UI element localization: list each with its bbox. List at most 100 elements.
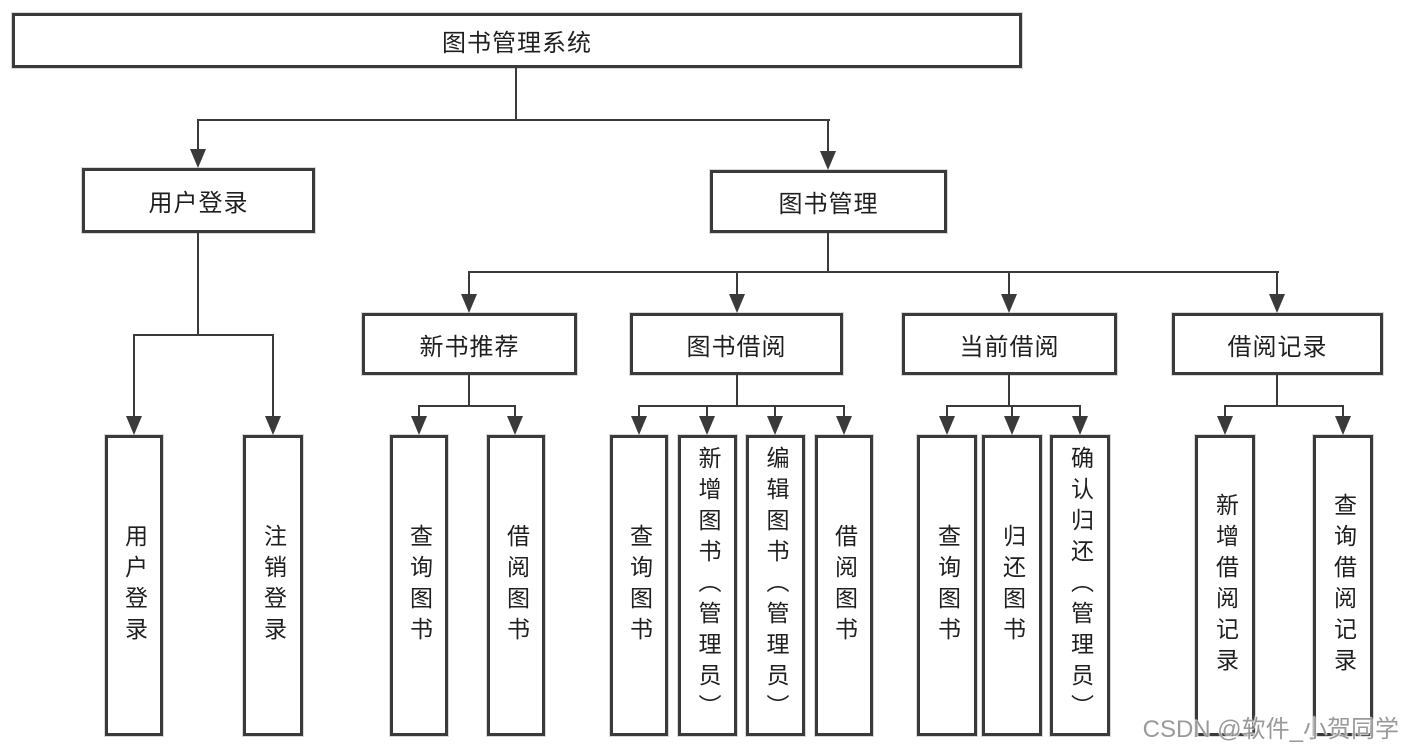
connector-book-mgmt-stub bbox=[827, 233, 829, 272]
arrow-to-leaf-borrow-books-2 bbox=[836, 405, 852, 435]
leaf-confirm-return-admin-label: 确认归还（管理员） bbox=[1067, 446, 1094, 725]
leaf-borrow-books-2: 借阅图书 bbox=[815, 435, 873, 736]
arrow-down-icon bbox=[507, 416, 523, 435]
leaf-logout: 注销登录 bbox=[243, 435, 303, 736]
arrow-down-icon bbox=[939, 416, 955, 435]
leaf-borrow-books-2-label: 借阅图书 bbox=[831, 523, 858, 648]
leaf-query-books-1: 查询图书 bbox=[390, 435, 448, 736]
arrow-down-icon bbox=[190, 149, 206, 168]
node-user-login-label: 用户登录 bbox=[148, 190, 249, 217]
arrow-shaft bbox=[843, 405, 845, 421]
arrow-down-icon bbox=[820, 151, 836, 170]
arrow-shaft bbox=[736, 271, 738, 299]
arrow-to-leaf-query-books-3 bbox=[939, 405, 955, 435]
connector-new-book-rail bbox=[418, 405, 516, 407]
node-current-borrow: 当前借阅 bbox=[902, 313, 1117, 375]
arrow-to-leaf-query-books-2 bbox=[631, 405, 647, 435]
node-root: 图书管理系统 bbox=[12, 13, 1022, 68]
arrow-to-leaf-edit-books bbox=[767, 405, 783, 435]
arrow-shaft bbox=[1276, 271, 1278, 299]
arrow-down-icon bbox=[1072, 416, 1088, 435]
arrow-to-leaf-query-books-1 bbox=[411, 405, 427, 435]
leaf-add-books-admin-label: 新增图书（管理员） bbox=[695, 446, 721, 725]
arrow-to-leaf-query-record bbox=[1335, 405, 1351, 435]
node-current-borrow-label: 当前借阅 bbox=[959, 333, 1060, 361]
leaf-query-borrow-record: 查询借阅记录 bbox=[1313, 435, 1373, 736]
connector-records-stub bbox=[1276, 375, 1278, 406]
leaf-query-books-3: 查询图书 bbox=[917, 435, 977, 736]
arrow-shaft bbox=[418, 405, 420, 421]
node-user-login: 用户登录 bbox=[82, 168, 315, 233]
csdn-watermark: CSDN @软件_小贺同学 bbox=[1142, 716, 1399, 743]
connector-current-borrow-stub bbox=[1008, 375, 1010, 406]
leaf-query-books-1-label: 查询图书 bbox=[406, 523, 433, 648]
node-new-book-recommend: 新书推荐 bbox=[362, 313, 577, 375]
connector-level2-rail bbox=[197, 119, 830, 121]
leaf-add-books-admin: 新增图书（管理员） bbox=[678, 435, 737, 736]
arrow-down-icon bbox=[1269, 294, 1285, 313]
connector-root-stub bbox=[515, 68, 517, 120]
arrow-to-current-borrow bbox=[1001, 271, 1017, 313]
arrow-down-icon bbox=[1217, 416, 1233, 435]
leaf-borrow-books-1-label: 借阅图书 bbox=[503, 523, 530, 648]
arrow-shaft bbox=[1224, 405, 1226, 421]
leaf-return-books-label: 归还图书 bbox=[999, 523, 1026, 648]
node-book-management: 图书管理 bbox=[710, 170, 947, 233]
arrow-down-icon bbox=[767, 416, 783, 435]
connector-user-login-stub bbox=[197, 233, 199, 335]
arrow-to-user-login bbox=[190, 119, 206, 168]
connector-records-rail bbox=[1224, 405, 1344, 407]
node-book-borrow-label: 图书借阅 bbox=[686, 333, 787, 361]
leaf-query-books-2: 查询图书 bbox=[610, 435, 668, 736]
node-borrow-records-label: 借阅记录 bbox=[1227, 333, 1328, 361]
arrow-shaft bbox=[197, 119, 199, 154]
arrow-to-leaf-user-login bbox=[126, 334, 142, 435]
node-book-management-label: 图书管理 bbox=[778, 191, 879, 218]
leaf-confirm-return-admin: 确认归还（管理员） bbox=[1050, 435, 1110, 736]
connector-book-borrow-rail bbox=[638, 405, 845, 407]
arrow-shaft bbox=[1079, 405, 1081, 421]
arrow-to-leaf-confirm-return bbox=[1072, 405, 1088, 435]
connector-current-borrow-rail bbox=[946, 405, 1081, 407]
leaf-user-login: 用户登录 bbox=[105, 435, 163, 736]
arrow-shaft bbox=[1342, 405, 1344, 421]
arrow-shaft bbox=[1011, 405, 1013, 421]
node-root-label: 图书管理系统 bbox=[442, 30, 592, 57]
arrow-shaft bbox=[468, 271, 470, 299]
leaf-edit-books-admin-label: 编辑图书（管理员） bbox=[763, 446, 789, 725]
node-new-book-recommend-label: 新书推荐 bbox=[419, 333, 520, 361]
arrow-down-icon bbox=[126, 416, 142, 435]
arrow-to-leaf-logout bbox=[265, 334, 281, 435]
arrow-shaft bbox=[706, 405, 708, 421]
leaf-return-books: 归还图书 bbox=[982, 435, 1042, 736]
leaf-query-borrow-record-label: 查询借阅记录 bbox=[1330, 492, 1357, 679]
arrow-down-icon bbox=[1335, 416, 1351, 435]
arrow-to-book-management bbox=[820, 119, 836, 170]
connector-book-borrow-stub bbox=[736, 375, 738, 406]
arrow-down-icon bbox=[1004, 416, 1020, 435]
arrow-shaft bbox=[946, 405, 948, 421]
leaf-add-borrow-record-label: 新增借阅记录 bbox=[1212, 492, 1239, 679]
arrow-shaft bbox=[774, 405, 776, 421]
arrow-down-icon bbox=[729, 294, 745, 313]
node-borrow-records: 借阅记录 bbox=[1172, 313, 1383, 375]
arrow-shaft bbox=[514, 405, 516, 421]
arrow-to-book-borrow bbox=[729, 271, 745, 313]
arrow-down-icon bbox=[411, 416, 427, 435]
node-book-borrow: 图书借阅 bbox=[630, 313, 843, 375]
arrow-to-leaf-add-record bbox=[1217, 405, 1233, 435]
arrow-to-leaf-add-books bbox=[699, 405, 715, 435]
leaf-add-borrow-record: 新增借阅记录 bbox=[1195, 435, 1255, 736]
arrow-down-icon bbox=[461, 294, 477, 313]
arrow-shaft bbox=[827, 119, 829, 156]
leaf-query-books-2-label: 查询图书 bbox=[626, 523, 653, 648]
arrow-down-icon bbox=[699, 416, 715, 435]
arrow-to-leaf-borrow-books-1 bbox=[507, 405, 523, 435]
arrow-down-icon bbox=[631, 416, 647, 435]
arrow-to-leaf-return-books bbox=[1004, 405, 1020, 435]
arrow-shaft bbox=[1008, 271, 1010, 299]
leaf-edit-books-admin: 编辑图书（管理员） bbox=[746, 435, 805, 736]
leaf-query-books-3-label: 查询图书 bbox=[934, 523, 961, 648]
arrow-down-icon bbox=[836, 416, 852, 435]
arrow-shaft bbox=[133, 334, 135, 421]
